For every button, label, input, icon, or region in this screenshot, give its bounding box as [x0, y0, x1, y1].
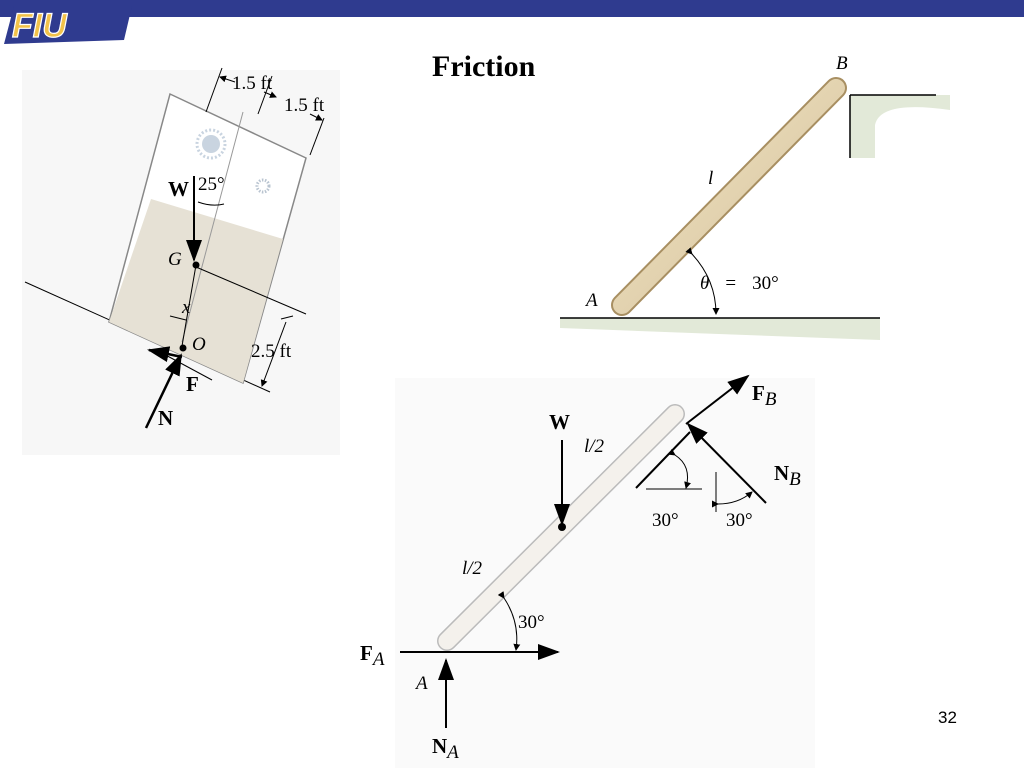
x-label: x	[181, 297, 191, 318]
point-o	[179, 344, 187, 352]
normal-label: N	[158, 406, 173, 430]
dim-tick-top	[280, 315, 294, 320]
x-dim-line	[169, 315, 187, 321]
normal-arrow	[144, 353, 183, 429]
nb-arrow	[686, 422, 767, 504]
theta-label: θ = 30°	[700, 273, 779, 294]
dim-label-height: 2.5 ft	[251, 341, 292, 362]
center-label: G	[168, 249, 182, 270]
sun-icon	[195, 128, 227, 160]
dim-extension-g	[195, 266, 307, 315]
slide-title: Friction	[432, 50, 536, 83]
fbd-half-lower-label: l/2	[462, 558, 483, 579]
fbd-top-left-angle-label: 30°	[652, 510, 679, 531]
friction-label: F	[186, 372, 199, 396]
fbd-center-point	[558, 523, 566, 531]
fb-label: FB	[752, 381, 777, 410]
fbd-top-left-angle-arc	[668, 448, 691, 489]
ladder-label-b: B	[836, 53, 848, 74]
angle-label: 25°	[198, 174, 225, 195]
nb-label: NB	[774, 461, 801, 490]
fbd-background	[395, 378, 815, 768]
ladder-diagram: B A l θ = 30°	[560, 53, 950, 340]
g-vertical-line	[181, 264, 197, 347]
page-number: 32	[938, 708, 957, 727]
fbd-base-angle-label: 30°	[518, 612, 545, 633]
dim-arrow-mid	[263, 91, 277, 98]
fbd-base-angle-arc	[497, 591, 521, 651]
crate-diagram: 1.5 ft 1.5 ft 2.5 ft W 25° G x O F N	[22, 67, 340, 455]
theta-angle-arc	[685, 247, 720, 315]
dim-extension-left	[205, 67, 223, 113]
fbd-half-upper-label: l/2	[584, 436, 605, 457]
fiu-logo: FIU	[4, 6, 132, 46]
crate-body	[108, 92, 307, 385]
dim-label-width-left: 1.5 ft	[232, 73, 273, 94]
fbd-point-a-label: A	[414, 673, 428, 694]
contact-plane-line	[635, 431, 691, 489]
dim-arrow-left	[219, 75, 236, 83]
dim-arrow-height	[260, 321, 287, 387]
weight-label: W	[168, 177, 189, 201]
ground-shadow	[560, 318, 880, 340]
fb-arrow	[685, 374, 750, 425]
wall-shadow	[850, 95, 950, 158]
dim-extension-right	[309, 117, 325, 156]
angle-arc	[197, 201, 225, 206]
header-bar	[0, 0, 1024, 17]
dim-extension-mid	[257, 75, 273, 115]
fbd-weight-label: W	[549, 410, 570, 434]
fbd-top-right-angle-label: 30°	[726, 510, 753, 531]
point-o-label: O	[192, 334, 206, 355]
na-label: NA	[432, 734, 459, 763]
free-body-diagram: W l/2 l/2 FA 30° A NA FB NB 30°	[360, 374, 815, 768]
ladder-label-a: A	[584, 290, 598, 311]
logo-text: FIU	[12, 7, 68, 45]
fbd-top-right-angle-arc	[711, 491, 753, 508]
ladder-length-label: l	[708, 168, 713, 189]
small-sun-icon	[255, 178, 271, 194]
ladder	[613, 79, 845, 314]
dim-arrow-right	[309, 113, 323, 121]
dim-label-width-right: 1.5 ft	[284, 95, 325, 116]
fa-label: FA	[360, 641, 385, 670]
